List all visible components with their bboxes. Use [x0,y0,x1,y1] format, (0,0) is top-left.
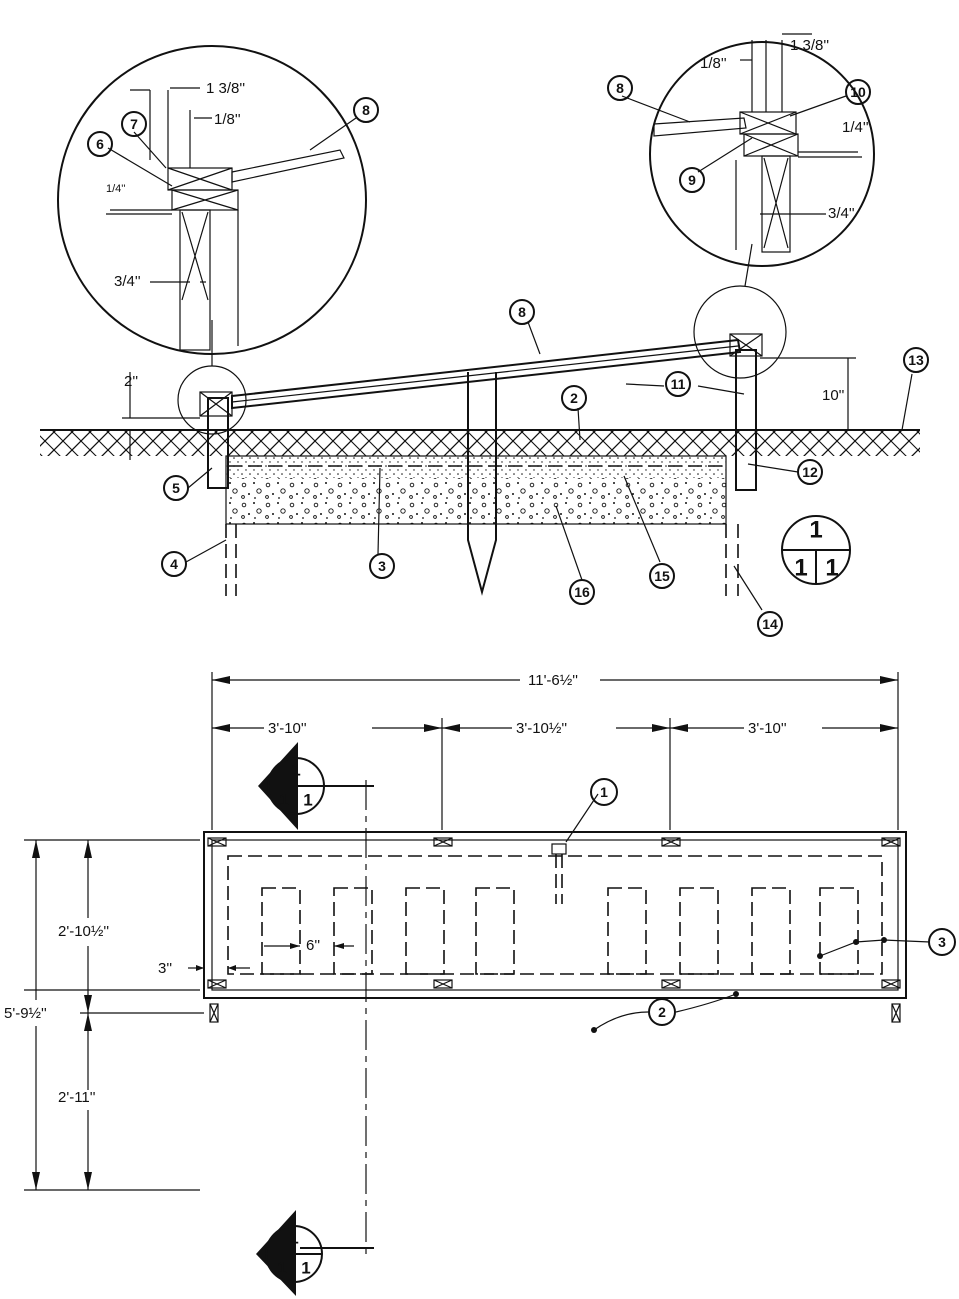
dim-1-8-right: 1/8'' [700,55,727,72]
frame-inner [211,839,899,991]
right-detail-locator [693,285,787,379]
svg-text:11: 11 [671,376,686,392]
svg-text:8: 8 [616,80,624,96]
right-post [735,349,757,491]
plan-callout-3: 3 [928,928,956,956]
support-blocks [207,837,901,1023]
svg-text:13: 13 [908,352,924,368]
svg-text:9: 9 [688,172,696,188]
plan-view: 11'-6½'' 3'-10'' 3'-10½'' 3'-10'' [4,672,956,1296]
svg-text:16: 16 [574,584,590,600]
callout-9: 9 [679,167,705,193]
collector-boundary [227,855,883,975]
svg-text:14: 14 [762,616,778,632]
right-detail-circle [649,33,875,267]
dim-bay-1: 3'-10'' [268,720,307,737]
svg-text:1: 1 [825,555,838,582]
plan-callout-1: 1 [590,778,618,806]
dim-channel-width: 6'' [306,937,320,954]
svg-text:1: 1 [277,1259,286,1278]
section-identifier: 1 1 1 [781,515,851,585]
left-detail-circle [57,45,367,355]
callout-8a: 8 [353,97,379,123]
dim-3-4-left: 3/4'' [114,273,141,290]
svg-text:1: 1 [600,784,608,800]
callout-11: 11 [665,371,691,397]
center-stake [467,372,497,596]
svg-text:2: 2 [570,390,578,406]
dim-overall-width: 11'-6½'' [528,672,578,689]
dim-depth-lower: 2'-11'' [58,1089,96,1106]
serpentine-channels [261,887,859,975]
inlet-fitting [551,843,567,904]
svg-text:1: 1 [809,517,822,544]
callout-10: 10 [845,79,871,105]
callout-8b: 8 [607,75,633,101]
section-marker-bottom: 1 1 1 [256,1210,323,1296]
dim-bay-3: 3'-10'' [748,720,787,737]
svg-text:5: 5 [172,480,180,496]
dim-1-3-8-left: 1 3/8'' [206,80,245,97]
frame-outer [203,831,907,999]
left-corner-block [199,391,233,417]
svg-text:7: 7 [130,116,138,132]
dim-10in: 10'' [822,387,845,404]
left-post [207,397,229,489]
dim-bay-2: 3'-10½'' [516,720,567,737]
svg-text:12: 12 [802,464,818,480]
left-detail-locator [177,365,247,435]
sand-layer [226,456,726,478]
callout-15: 15 [649,563,675,589]
dim-edge-gap: 3'' [158,960,172,977]
plan-callout-2: 2 [648,998,676,1026]
callout-8c: 8 [509,299,535,325]
svg-text:6: 6 [96,136,104,152]
ground-hatch [40,430,920,456]
svg-text:1: 1 [301,1259,310,1278]
excavation-outline [225,455,727,525]
section-view: 2'' 10'' 1 3/8'' 1/8'' [40,33,929,637]
callout-5: 5 [163,475,189,501]
dim-1-3-8-right: 1 3/8'' [790,37,829,54]
callout-12: 12 [797,459,823,485]
callout-6: 6 [87,131,113,157]
callout-3: 3 [369,553,395,579]
callout-7: 7 [121,111,147,137]
section-marker-top: 1 1 1 [258,742,325,830]
dim-2in: 2'' [124,373,138,390]
svg-text:8: 8 [518,304,526,320]
callout-14: 14 [757,611,783,637]
dim-overall-depth: 5'-9½'' [4,1005,47,1022]
svg-text:1: 1 [303,791,312,810]
svg-text:15: 15 [654,568,670,584]
gravel-bed [226,478,726,524]
svg-text:3: 3 [378,558,386,574]
dim-1-8-left: 1/8'' [214,111,241,128]
svg-text:10: 10 [850,84,866,100]
svg-text:2: 2 [658,1004,666,1020]
svg-text:1: 1 [279,791,288,810]
svg-text:8: 8 [362,102,370,118]
callout-4: 4 [161,551,187,577]
svg-text:1: 1 [794,555,807,582]
right-corner-block [729,333,763,357]
dim-quarter-left: 1/4'' [106,183,126,195]
dim-depth-upper: 2'-10½'' [58,923,109,940]
svg-text:3: 3 [938,934,946,950]
callout-16: 16 [569,579,595,605]
svg-text:4: 4 [170,556,178,572]
dim-1-4-right: 1/4'' [842,119,869,136]
callout-2: 2 [561,385,587,411]
dim-3-4-right: 3/4'' [828,205,855,222]
svg-text:1: 1 [291,761,300,780]
svg-text:1: 1 [289,1229,298,1248]
callout-13: 13 [903,347,929,373]
